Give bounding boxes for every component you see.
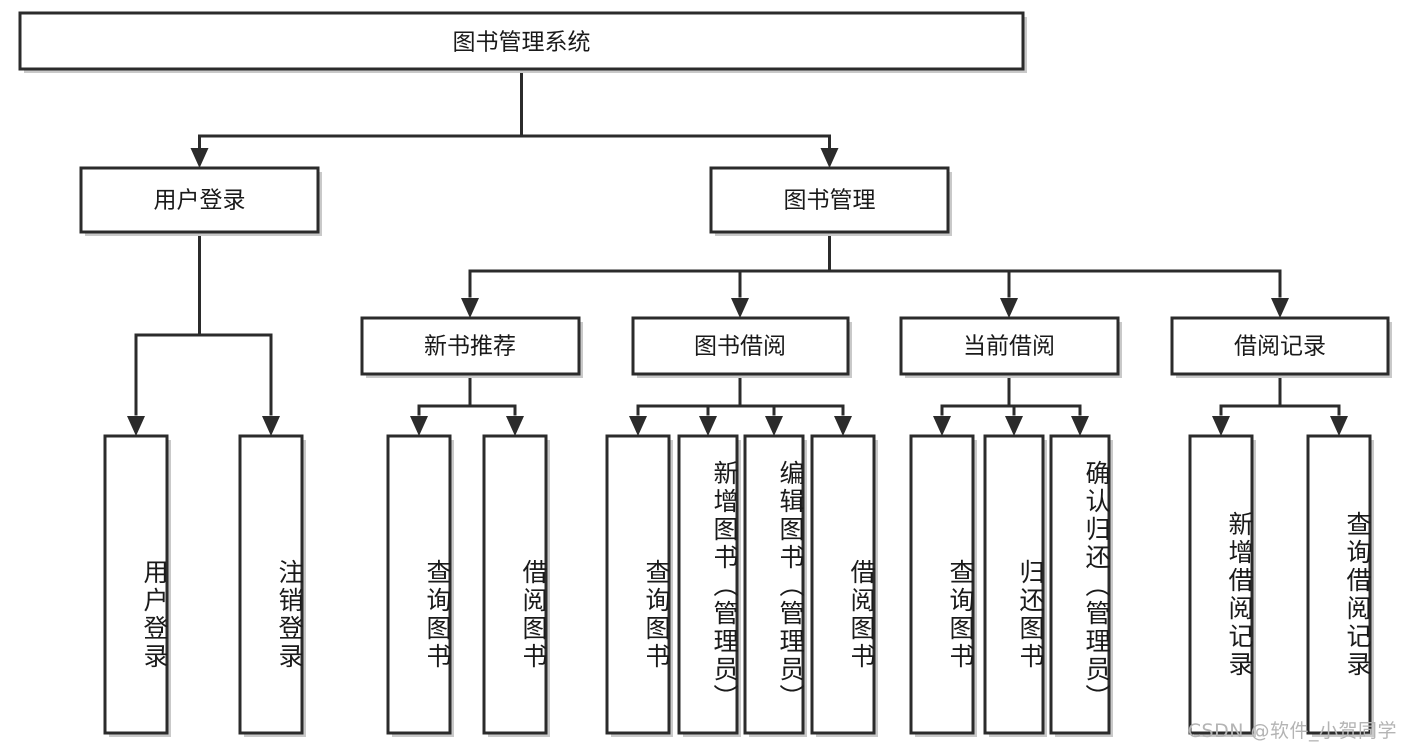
node-leaf-edit-book[interactable] [743,434,807,737]
node-leaf-return-book[interactable] [983,434,1047,737]
book-borrow-box [631,316,850,376]
arrow-to-leaf-confirm-return [1071,416,1089,436]
arrow-to-leaf-add-book [699,416,717,436]
book-borrow-label: 图书借阅 [694,334,786,360]
leaf-query-book-2-box [605,434,671,735]
node-user-login[interactable]: 用户登录 [79,166,322,236]
csdn-watermark: CSDN @软件_小贺同学 [1187,720,1397,742]
arrow-to-leaf-edit-book [765,416,783,436]
arrow-to-book-borrow [731,298,749,318]
arrow-to-leaf-return-book [1005,416,1023,436]
node-leaf-user-login[interactable] [103,434,171,737]
arrow-to-book-manage [820,148,839,168]
node-book-manage[interactable]: 图书管理 [709,166,952,236]
arrow-to-leaf-borrow-book-2 [834,416,852,436]
current-borrow-label: 当前借阅 [963,334,1055,360]
arrow-to-leaf-add-borrow-record [1212,416,1230,436]
leaf-edit-book-box [743,434,805,735]
leaf-query-borrow-record-box [1306,434,1372,735]
node-leaf-borrow-book-2[interactable] [810,434,878,737]
arrow-to-leaf-user-logout [262,416,280,436]
leaf-add-borrow-record-box [1188,434,1254,735]
node-leaf-confirm-return[interactable] [1049,434,1113,737]
arrow-to-borrow-record [1271,298,1289,318]
arrow-to-leaf-query-book-3 [933,416,951,436]
leaf-confirm-return-box [1049,434,1111,735]
node-leaf-add-book[interactable] [677,434,741,737]
leaf-boxes-layer [103,434,1374,737]
root-box [18,11,1025,71]
arrow-to-leaf-borrow-book-1 [506,416,524,436]
book-manage-box [709,166,950,234]
node-leaf-query-book-3[interactable] [909,434,977,737]
arrow-to-leaf-user-login [127,416,145,436]
node-leaf-borrow-book-1[interactable] [482,434,550,737]
leaf-user-logout-box [238,434,304,735]
connector-layer [127,67,1348,436]
arrow-to-leaf-query-book-1 [410,416,428,436]
arrow-to-new-book-recommend [461,298,479,318]
node-root[interactable]: 图书管理系统 [18,11,1027,73]
arrow-to-leaf-query-borrow-record [1330,416,1348,436]
leaf-borrow-book-2-box [810,434,876,735]
node-leaf-query-book-2[interactable] [605,434,673,737]
book-manage-label: 图书管理 [784,188,876,214]
new-book-recommend-box [360,316,581,376]
leaf-query-book-3-box [909,434,975,735]
current-borrow-box [899,316,1120,376]
node-leaf-user-logout[interactable] [238,434,306,737]
node-book-borrow[interactable]: 图书借阅 [631,316,852,378]
node-leaf-query-book-1[interactable] [386,434,454,737]
arrow-to-user-login [190,148,209,168]
root-label: 图书管理系统 [453,30,591,56]
node-new-book-recommend[interactable]: 新书推荐 [360,316,583,378]
arrow-to-leaf-query-book-2 [629,416,647,436]
node-leaf-query-borrow-record[interactable] [1306,434,1374,737]
user-login-box [79,166,320,234]
leaf-return-book-box [983,434,1045,735]
node-leaf-add-borrow-record[interactable] [1188,434,1256,737]
leaf-user-login-box [103,434,169,735]
node-current-borrow[interactable]: 当前借阅 [899,316,1122,378]
node-borrow-record[interactable]: 借阅记录 [1170,316,1392,378]
borrow-record-label: 借阅记录 [1234,334,1326,360]
leaf-borrow-book-1-box [482,434,548,735]
borrow-record-box [1170,316,1390,376]
arrow-to-current-borrow [1000,298,1018,318]
leaf-query-book-1-box [386,434,452,735]
new-book-recommend-label: 新书推荐 [424,334,516,360]
user-login-label: 用户登录 [154,188,246,214]
leaf-add-book-box [677,434,739,735]
